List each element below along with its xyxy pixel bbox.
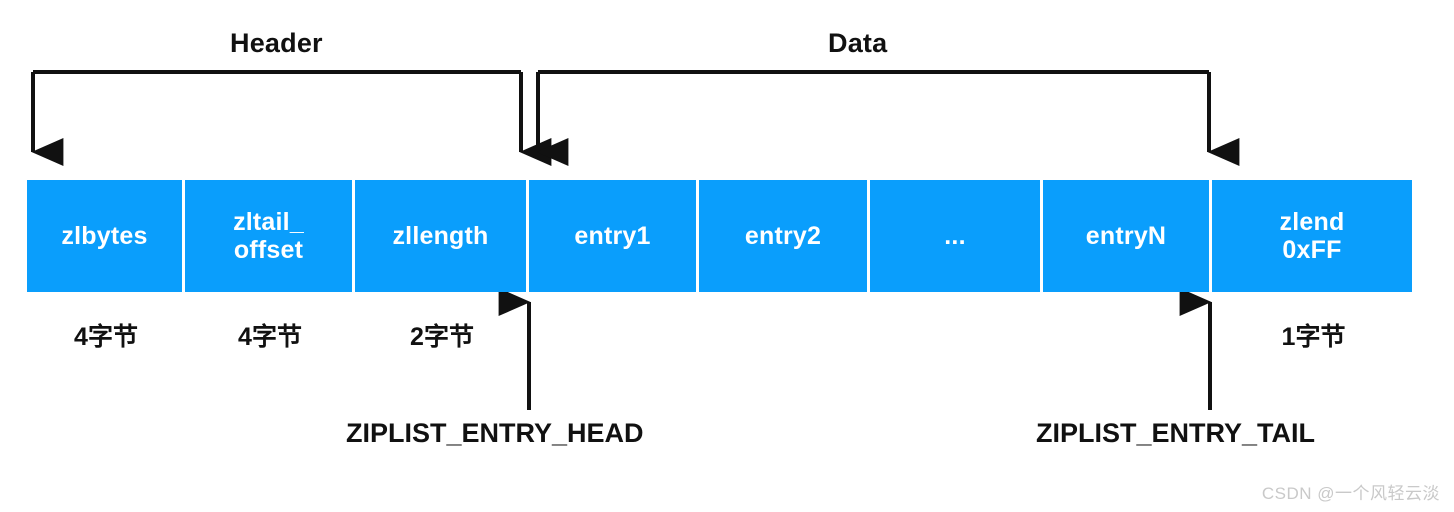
cell-entryn: entryN [1043, 180, 1212, 292]
ziplist-entry-tail-label: ZIPLIST_ENTRY_TAIL [1036, 418, 1316, 448]
size-label-zlend: 1字节 [1281, 323, 1346, 351]
cell-entry2: entry2 [699, 180, 870, 292]
size-label-zltail-offset: 4字节 [238, 323, 302, 351]
size-label-zlbytes: 4字节 [74, 323, 138, 351]
cell-zllength-line1: zllength [392, 222, 489, 250]
cell-zlend-line2: 0xFF [1282, 236, 1342, 264]
cell-zltail-line2: offset [233, 236, 304, 264]
cell-zltail-offset: zltail_ offset [185, 180, 355, 292]
cell-ellipsis-line1: ... [944, 222, 966, 250]
ziplist-entry-head-label: ZIPLIST_ENTRY_HEAD [346, 418, 644, 448]
cell-zltail-line1: zltail_ [233, 208, 304, 236]
header-bracket-label: Header [230, 28, 323, 58]
data-bracket-label: Data [828, 28, 888, 58]
ziplist-memory-strip: zlbytes zltail_ offset zllength entry1 e… [27, 180, 1412, 292]
cell-entry1-line1: entry1 [574, 222, 651, 250]
cell-entryn-line1: entryN [1085, 222, 1167, 250]
cell-zllength: zllength [355, 180, 529, 292]
cell-zlbytes: zlbytes [27, 180, 185, 292]
cell-zlend-line1: zlend [1279, 208, 1345, 236]
cell-ellipsis: ... [870, 180, 1043, 292]
cell-zlbytes-line1: zlbytes [61, 222, 148, 250]
header-bracket [31, 70, 552, 166]
csdn-watermark: CSDN @一个风轻云淡 [1261, 484, 1440, 503]
size-label-zllength: 2字节 [410, 323, 474, 351]
cell-entry2-line1: entry2 [744, 222, 822, 250]
cell-zlend: zlend 0xFF [1212, 180, 1412, 292]
data-bracket [536, 70, 1240, 166]
cell-entry1: entry1 [529, 180, 699, 292]
